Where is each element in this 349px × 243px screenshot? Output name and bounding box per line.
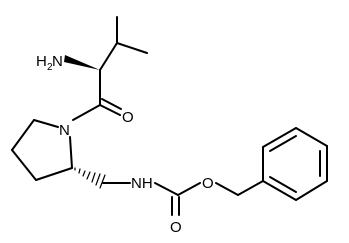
carbamate-nh-label: NH	[131, 175, 153, 192]
ester-o-label: O	[202, 175, 214, 192]
benzene-ring	[262, 127, 328, 201]
bond-o-benzyl-ch2	[215, 182, 239, 196]
amine-label: H 2 N	[36, 53, 63, 73]
amine-n-text: N	[52, 53, 63, 70]
bond-c4-c5	[11, 119, 35, 151]
amine-subscript: 2	[47, 62, 53, 73]
bond-c3-c4	[11, 149, 37, 181]
bond-ch2-phenyl	[237, 180, 264, 196]
bond-carbonyl-o-2	[101, 98, 122, 110]
bond-carbonyl-o-1	[99, 104, 121, 116]
bond-ringn-c2	[69, 136, 73, 169]
bond-ch-methyl-right	[116, 42, 148, 54]
bond-carbonyl-ringn	[72, 104, 101, 121]
ring-n-label: N	[59, 122, 70, 139]
hashed-wedge-c2-ch2	[74, 167, 106, 189]
wedge-bond-alpha-nh2	[64, 55, 100, 70]
carbonyl-o-label: O	[122, 109, 134, 126]
bond-c5-ringn	[33, 119, 59, 128]
carbamate-carbonyl-o-label: O	[170, 219, 182, 236]
bond-ch-to-alpha	[99, 42, 118, 71]
bond-carbamate-c-o	[177, 182, 201, 196]
bond-c2-c3	[35, 167, 73, 181]
amine-h-text: H	[36, 53, 47, 70]
bond-nh-carbamate-c	[154, 182, 179, 196]
